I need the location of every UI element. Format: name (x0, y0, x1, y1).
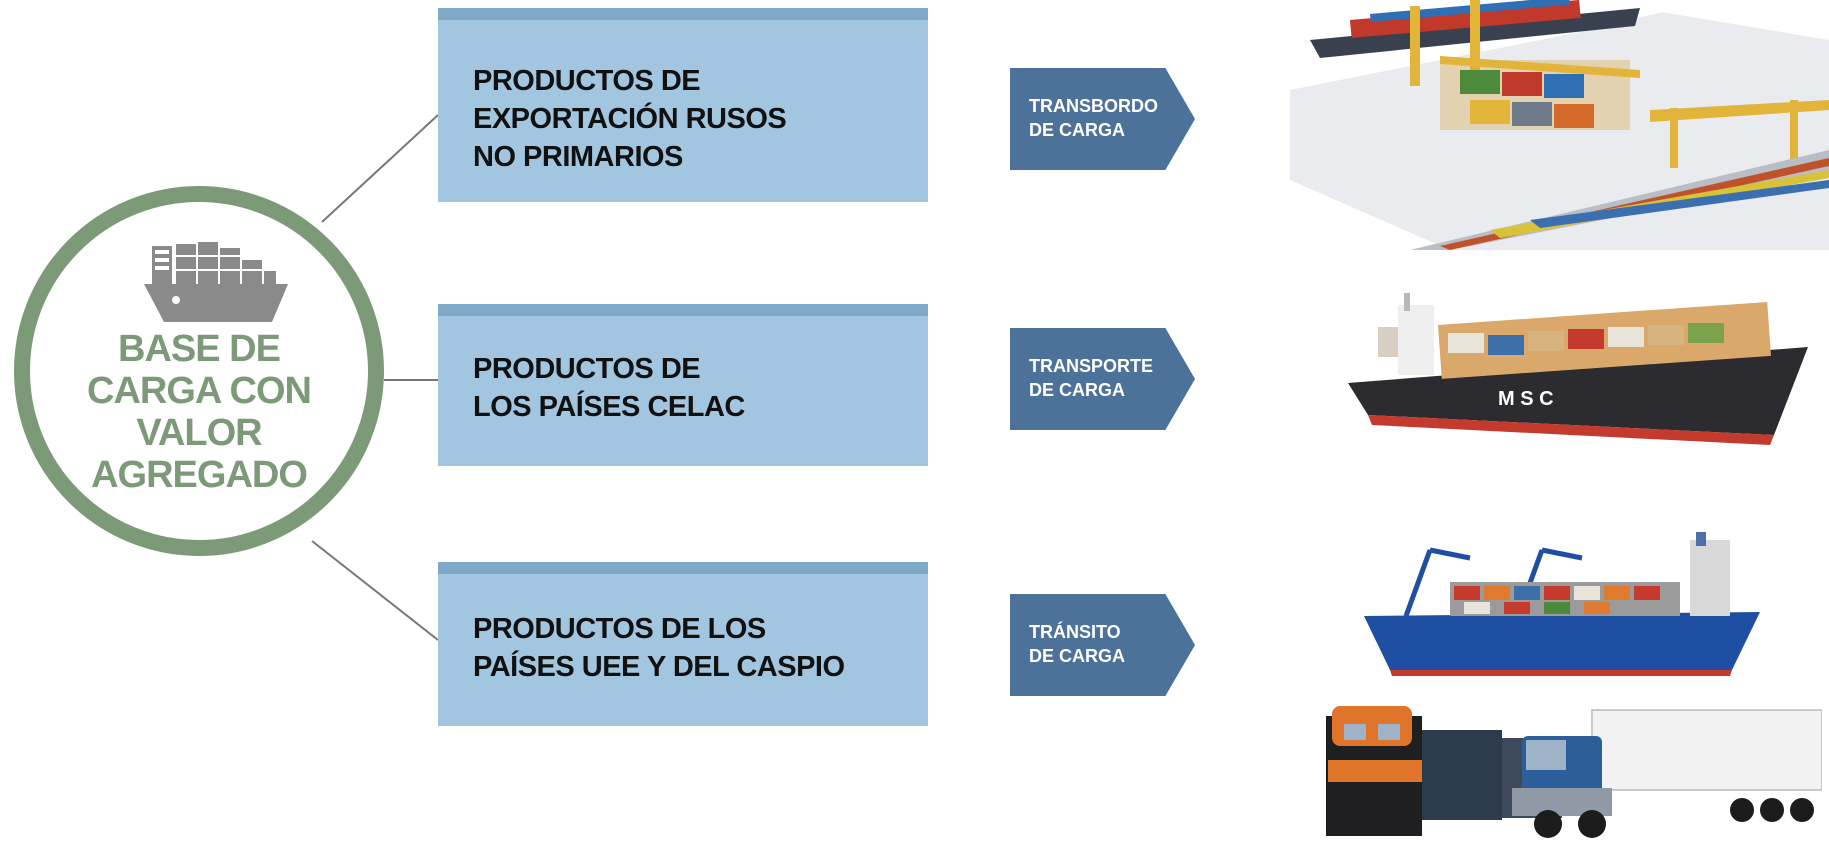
service-arrow-label: TRÁNSITO DE CARGA (1029, 622, 1126, 666)
connector-line-bottom (311, 540, 439, 641)
service-arrow-transshipment: TRANSBORDO DE CARGA (1010, 68, 1195, 170)
service-arrow-label: TRANSPORTE DE CARGA (1029, 356, 1154, 400)
container-terminal-illustration (1290, 0, 1829, 250)
hub-title: BASE DE CARGA CON VALOR AGREGADO (87, 328, 312, 496)
service-arrow-transport: TRANSPORTE DE CARGA (1010, 328, 1195, 430)
source-box-label: PRODUCTOS DE LOS PAÍSES UEE Y DEL CASPIO (473, 613, 845, 683)
connector-line-top (321, 114, 439, 223)
hub-circle: BASE DE CARGA CON VALOR AGREGADO (14, 186, 384, 556)
service-arrow-transit: TRÁNSITO DE CARGA (1010, 594, 1195, 696)
source-box-label: PRODUCTOS DE EXPORTACIÓN RUSOS NO PRIMAR… (473, 65, 787, 173)
msc-container-ship-illustration: M S C (1348, 293, 1808, 445)
source-box-label: PRODUCTOS DE LOS PAÍSES CELAC (473, 353, 745, 423)
source-box-eeu-caspian: PRODUCTOS DE LOS PAÍSES UEE Y DEL CASPIO (438, 562, 928, 726)
source-box-russian-exports: PRODUCTOS DE EXPORTACIÓN RUSOS NO PRIMAR… (438, 8, 928, 202)
cargo-ship-icon (144, 242, 288, 322)
hull-lettering: M S C (1498, 388, 1554, 410)
train-and-truck-illustration (1326, 706, 1822, 838)
source-box-celac: PRODUCTOS DE LOS PAÍSES CELAC (438, 304, 928, 466)
blue-container-ship-illustration (1364, 532, 1760, 676)
service-arrow-label: TRANSBORDO DE CARGA (1029, 96, 1158, 140)
